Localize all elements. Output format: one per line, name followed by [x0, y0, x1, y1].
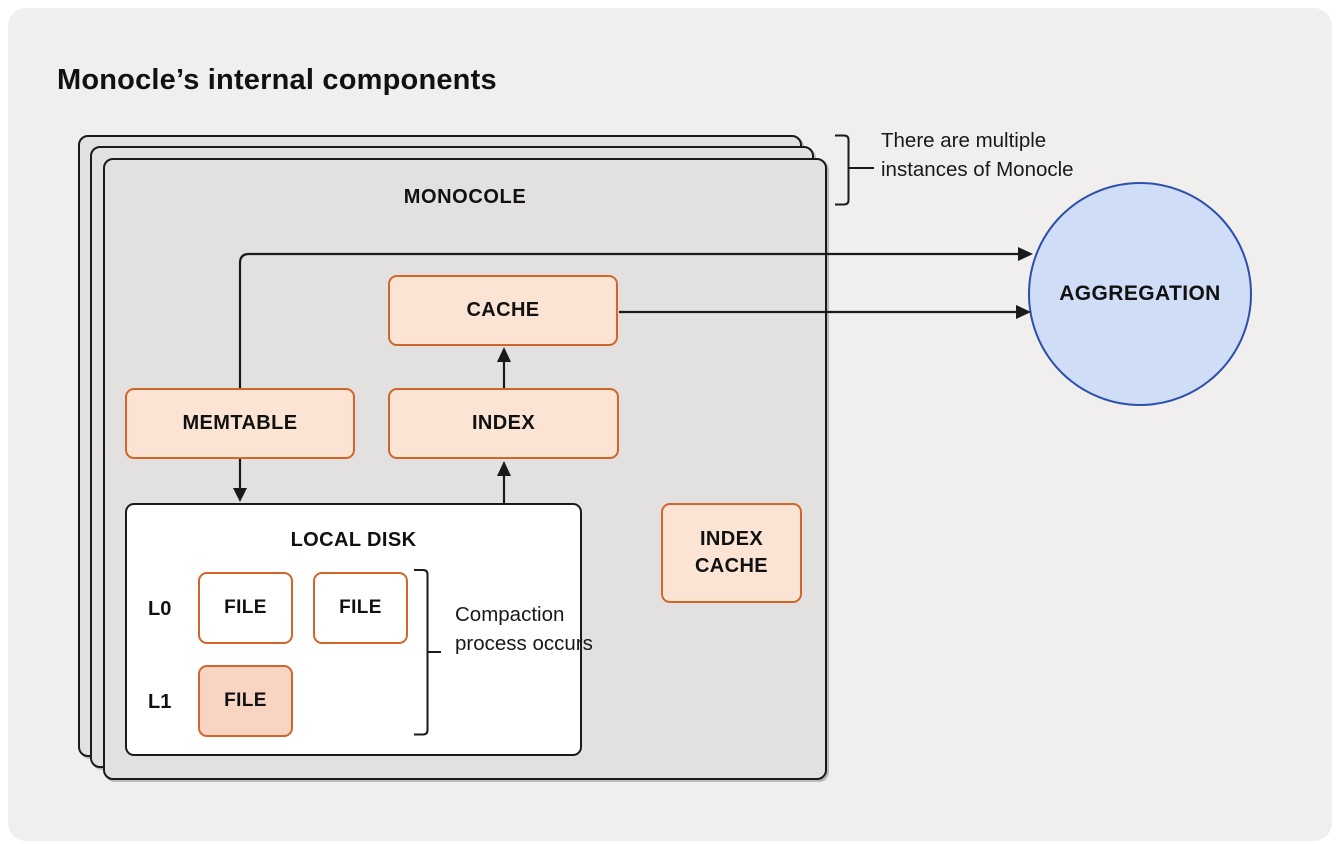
- multiple-instances-note: There are multiple instances of Monocle: [881, 129, 1074, 181]
- memtable-node: MEMTABLE: [125, 388, 355, 459]
- level-l1-label: L1: [148, 691, 172, 713]
- monocle-instance-label: MONOCOLE: [403, 186, 527, 208]
- cache-node: CACHE: [388, 275, 618, 346]
- local-disk-label: LOCAL DISK: [290, 529, 417, 551]
- aggregation-node: AGGREGATION: [1028, 182, 1252, 406]
- index-node: INDEX: [388, 388, 619, 459]
- level-l0-label: L0: [148, 598, 172, 620]
- local-disk-group: LOCAL DISK L0 L1 FILE FILE FILE: [125, 503, 582, 756]
- compaction-note: Compaction process occurs: [455, 603, 593, 655]
- index-cache-node: INDEX CACHE: [661, 503, 802, 603]
- l0-file-1: FILE: [198, 572, 293, 644]
- page-title: Monocle’s internal components: [57, 64, 497, 96]
- l1-file-1: FILE: [198, 665, 293, 737]
- l0-file-2: FILE: [313, 572, 408, 644]
